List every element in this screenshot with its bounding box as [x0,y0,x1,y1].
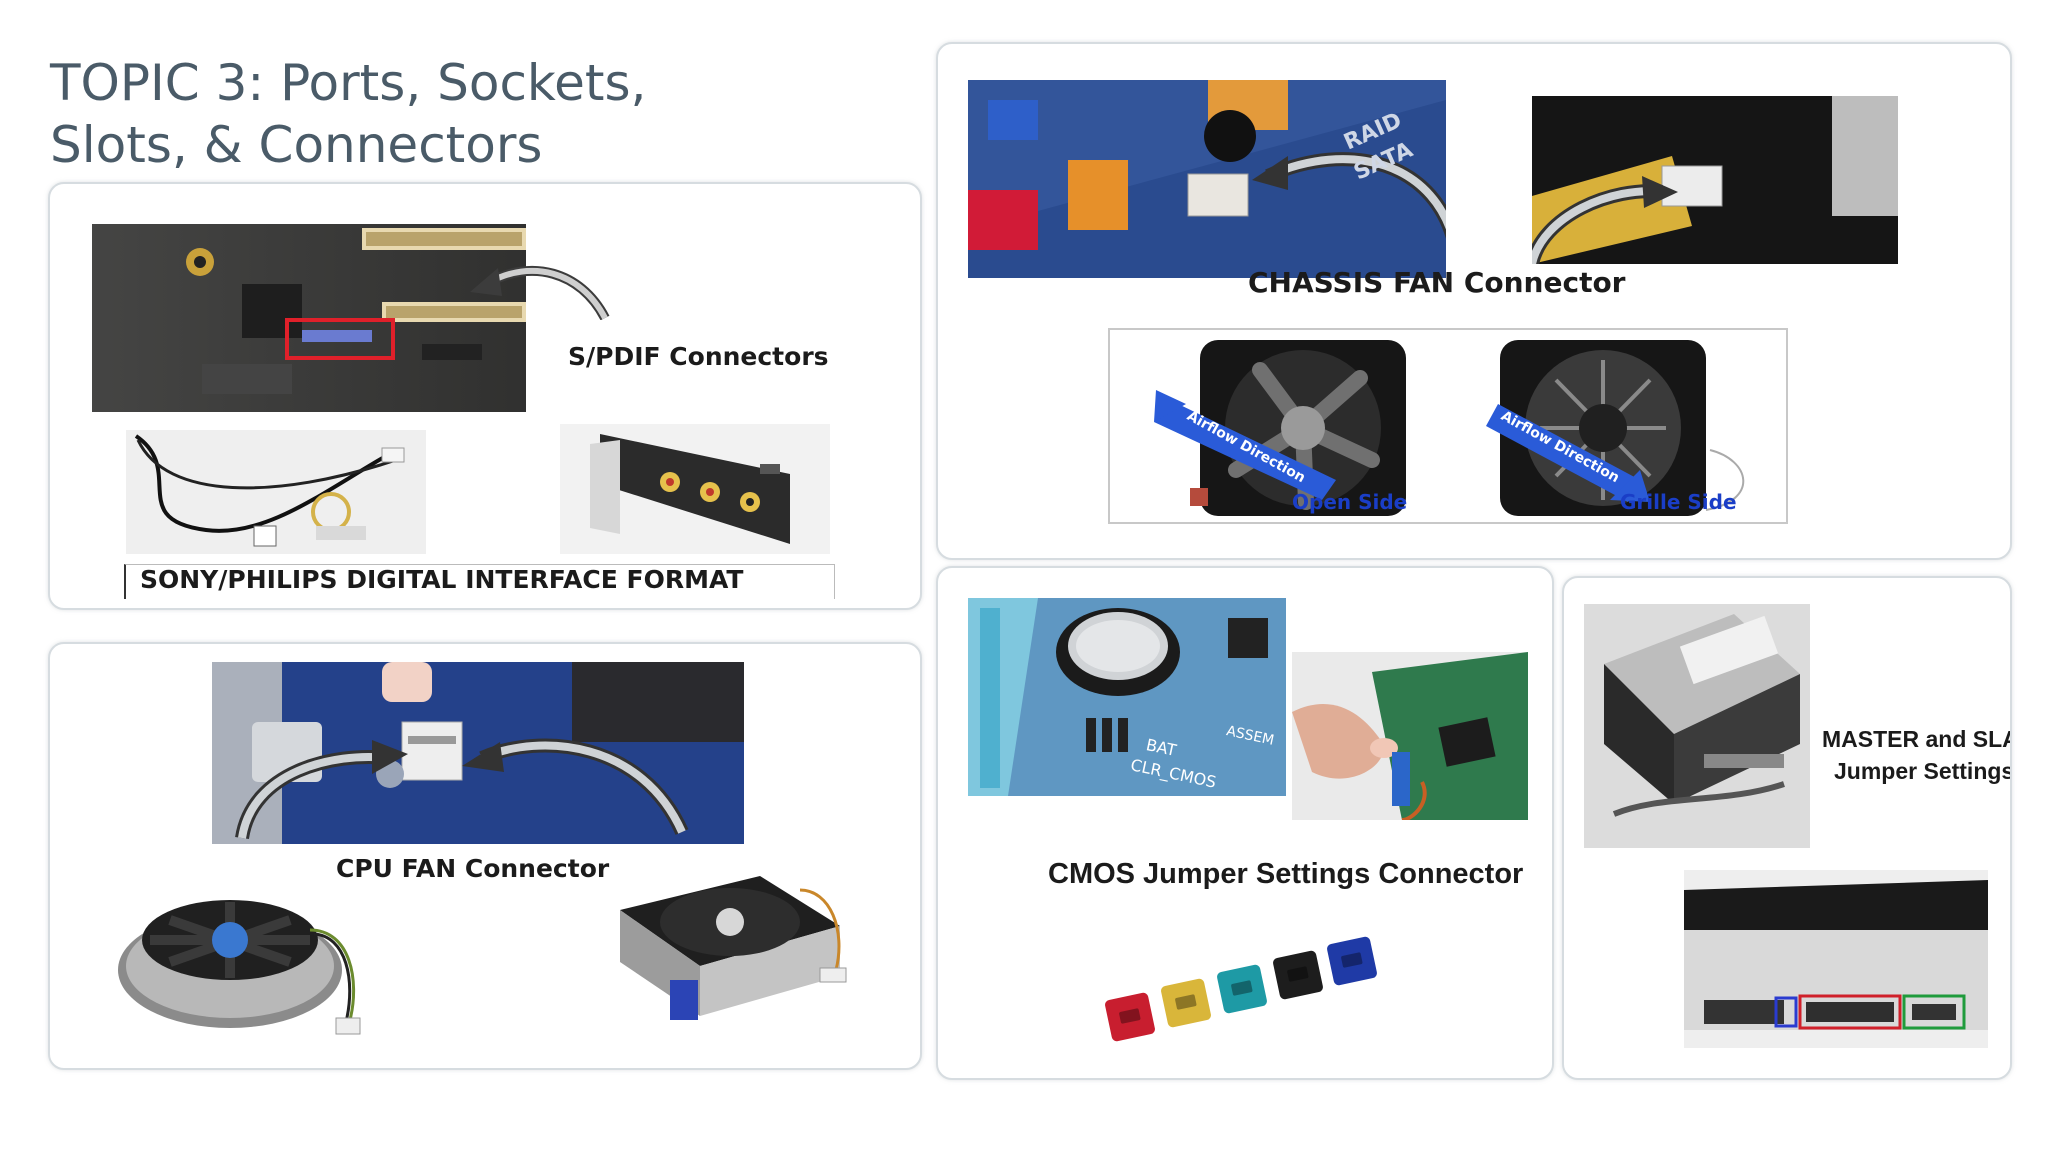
hard-drive-photo [1584,604,1810,848]
master-slave-panel: MASTER and SLAVE Jumper Settings [1562,576,2012,1080]
slide-title-line-1: TOPIC 3: Ports, Sockets, [50,54,647,112]
chassis-fan-caption: CHASSIS FAN Connector [1248,266,1626,299]
chassis-fan-panel: RAID SATA CHASSIS FAN Connector [936,42,2012,560]
cpu-fan-caption: CPU FAN Connector [336,854,610,883]
spdif-panel: S/PDIF Connectors SONY/PHILIPS DIGITAL I… [48,182,922,610]
slide-title-line-2: Slots, & Connectors [50,116,543,174]
optical-drive-rear-photo [1684,870,1988,1048]
jumper-black [1272,949,1324,1001]
fan-airflow-photo: Airflow Direction Airflow Direction Open… [1108,328,1788,524]
intel-cooler-photo [118,900,361,1035]
master-slave-caption-2: Jumper Settings [1834,758,2012,784]
spdif-cable-photo [126,430,426,554]
cmos-jumper-hand-photo [1292,652,1528,820]
slide-title: TOPIC 3: Ports, Sockets, Slots, & Connec… [50,52,770,176]
spdif-arrow-icon [470,265,610,320]
cmos-battery-photo: BAT CLR_CMOS ASSEM [968,598,1286,796]
spdif-caption: S/PDIF Connectors [568,342,829,371]
spdif-motherboard-photo [92,224,526,412]
open-side-label: Open Side [1292,490,1408,514]
cmos-caption: CMOS Jumper Settings Connector [1048,858,1524,890]
cmos-panel: BAT CLR_CMOS ASSEM CMOS Jumper Settings … [936,566,1554,1080]
jumper-blue [1326,935,1378,987]
cpu-fan-motherboard-photo [212,662,744,844]
spdif-format-caption: SONY/PHILIPS DIGITAL INTERFACE FORMAT [140,565,744,594]
spdif-format-box: SONY/PHILIPS DIGITAL INTERFACE FORMAT [124,564,835,599]
master-slave-caption-1: MASTER and SLAVE [1822,726,2010,752]
chassis-fan-board-photo-right [1532,96,1898,264]
jumper-red [1104,991,1156,1043]
jumper-yellow [1160,977,1212,1029]
jumper-teal [1216,963,1268,1015]
chassis-fan-board-photo-left: RAID SATA [968,80,1446,278]
amd-cooler-photo [620,876,847,1020]
spdif-card-photo [560,424,830,554]
grille-side-label: Grille Side [1620,490,1737,514]
cpu-fan-panel: CPU FAN Connector [48,642,922,1070]
